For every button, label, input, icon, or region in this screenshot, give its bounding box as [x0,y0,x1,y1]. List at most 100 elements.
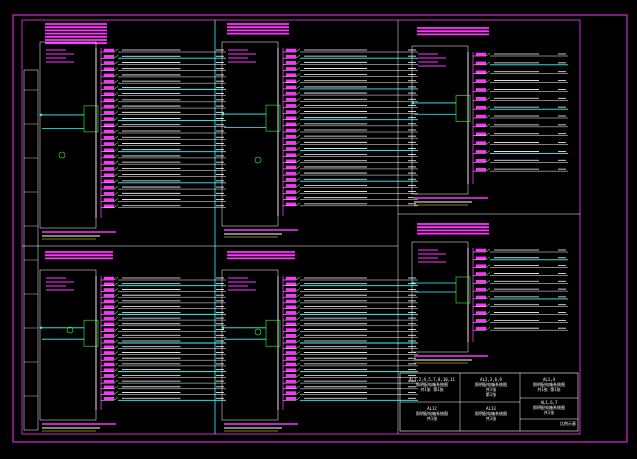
main-breaker [455,95,471,122]
breaker-label [475,280,487,284]
breaker-label [285,379,297,383]
breaker-symbol [485,287,491,292]
breaker-symbol [295,374,301,378]
breaker-symbol [113,379,119,384]
breaker-label [285,73,297,77]
breaker-label [285,345,297,349]
breaker-label [103,167,115,171]
breaker-label [103,334,115,338]
breaker-label [103,316,115,320]
breaker-label [285,293,297,297]
breaker-symbol [295,368,301,372]
breaker-symbol [485,141,491,145]
breaker-label [285,122,297,126]
breaker-symbol [113,397,119,401]
breaker-label [285,282,297,286]
breaker-label [103,73,115,77]
arrow-marker [39,326,42,330]
breaker-symbol [113,179,119,184]
breaker-label [475,52,487,56]
breaker-symbol [295,110,301,114]
breaker-symbol [295,177,301,182]
main-breaker [83,319,99,347]
breaker-symbol [485,326,491,331]
breaker-symbol [295,73,301,77]
breaker-label [103,123,115,127]
breaker-label [285,116,297,120]
breaker-symbol [113,61,119,65]
title-cell-3: AL1,4 照明配电箱系统图 共1张 第1张 [533,377,565,392]
breaker-symbol [295,385,301,390]
breaker-symbol [113,385,119,390]
breaker-label [285,79,297,83]
breaker-symbol [485,303,491,307]
breaker-label [475,97,487,101]
main-breaker [83,105,99,133]
breaker-symbol [485,79,491,83]
breaker-symbol [295,104,301,108]
breaker-symbol [295,339,301,344]
breaker-symbol [295,85,301,90]
breaker-label [285,190,297,194]
breaker-label [285,385,297,389]
breaker-symbol [295,91,301,96]
breaker-label [285,134,297,138]
breaker-label [103,98,115,102]
breaker-label [103,311,115,315]
breaker-label [285,141,297,145]
breaker-label [475,319,487,323]
breaker-label [285,48,297,52]
breaker-symbol [485,295,491,300]
breaker-label [103,397,115,401]
breaker-label [103,299,115,303]
breaker-symbol [113,288,119,292]
breaker-label [103,345,115,349]
breaker-label [103,282,115,286]
breaker-symbol [295,122,301,127]
breaker-label [103,385,115,389]
breaker-symbol [295,305,301,309]
breaker-label [285,147,297,151]
breaker-label [475,88,487,92]
breaker-label [475,167,487,171]
breaker-label [285,61,297,65]
breaker-label [103,351,115,355]
title-cell-7: 比例示意 [560,421,576,426]
breaker-symbol [113,339,119,344]
breaker-label [103,185,115,189]
breaker-label [285,196,297,200]
breaker-label [475,287,487,291]
breaker-label [103,368,115,372]
breaker-symbol [113,334,119,338]
title-block: AL1,2,4,5,7,8,10,11 照明配电箱系统图 共1张 第1张 AL2… [400,373,578,431]
breaker-label [475,272,487,276]
meter-symbol [66,326,74,334]
breaker-symbol [485,319,491,323]
breaker-symbol [113,362,119,367]
breaker-symbol [113,160,119,165]
breaker-label [103,293,115,297]
breaker-symbol [113,98,119,103]
breaker-symbol [113,167,119,171]
breaker-label [103,79,115,83]
breaker-label [285,339,297,343]
breaker-symbol [113,135,119,140]
breaker-symbol [113,351,119,355]
breaker-symbol [113,282,119,286]
breaker-label [285,311,297,315]
breaker-label [103,135,115,139]
breaker-label [285,110,297,114]
breaker-symbol [113,311,119,315]
breaker-label [285,85,297,89]
breaker-label [103,204,115,208]
breaker-symbol [113,67,119,71]
arrow-marker [411,281,414,285]
title-cell-2: AL2,3,6,9 照明配电箱系统图 共1张 第1张 [475,377,507,397]
breaker-symbol [295,159,301,164]
breaker-symbol [295,322,301,327]
breaker-label [475,303,487,307]
breaker-label [475,70,487,74]
breaker-label [285,276,297,280]
breaker-label [285,397,297,401]
